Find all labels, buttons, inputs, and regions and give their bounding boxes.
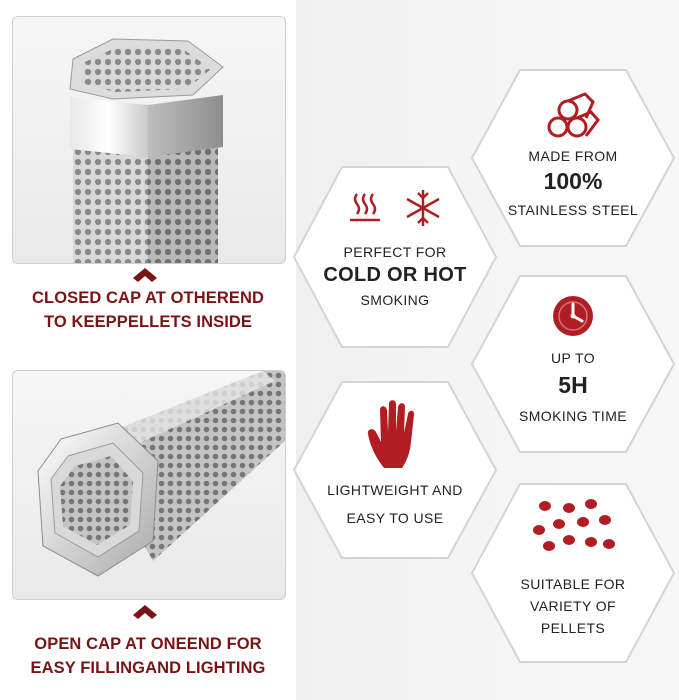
feature-temperature-line2: COLD OR HOT: [323, 264, 467, 286]
open-cap-caption-line1: OPEN CAP AT ONEEND FOR: [34, 635, 262, 653]
feature-weight-hexagon: LIGHTWEIGHT AND EASY TO USE: [292, 380, 498, 560]
closed-cap-caption-line2: TO KEEPPELLETS INSIDE: [43, 313, 253, 331]
feature-pellets-line2: VARIETY OF: [530, 598, 616, 614]
heat-waves-icon: [350, 193, 380, 222]
feature-pellets-line1: SUITABLE FOR: [520, 576, 626, 592]
feature-temperature-line3: SMOKING: [360, 292, 430, 308]
hand-icon: [367, 400, 415, 468]
open-cap-tube-image: [37, 371, 285, 577]
wood-logs-icon: [547, 92, 600, 138]
snowflake-icon: [406, 190, 440, 226]
feature-temperature-hexagon: PERFECT FOR COLD OR HOT SMOKING: [292, 165, 498, 349]
feature-weight-line1: LIGHTWEIGHT AND: [327, 482, 463, 498]
feature-material-hexagon: MADE FROM 100% STAINLESS STEEL: [470, 68, 676, 248]
feature-pellets-hexagon: SUITABLE FOR VARIETY OF PELLETS: [470, 482, 676, 664]
chevron-up-icon: [133, 605, 157, 619]
feature-time-line2: 5H: [558, 372, 588, 398]
pellets-icon: [533, 499, 615, 551]
closed-cap-photo: [12, 16, 286, 264]
feature-weight-line2: EASY TO USE: [346, 510, 444, 526]
closed-cap-caption-line1: CLOSED CAP AT OTHEREND: [32, 289, 264, 307]
feature-material-line2: 100%: [543, 168, 603, 194]
closed-cap-caption: CLOSED CAP AT OTHEREND TO KEEPPELLETS IN…: [0, 286, 296, 334]
open-cap-caption: OPEN CAP AT ONEEND FOR EASY FILLINGAND L…: [0, 632, 296, 680]
clock-icon: [553, 296, 593, 336]
feature-time-line1: UP TO: [550, 350, 596, 366]
feature-pellets-line3: PELLETS: [540, 620, 606, 636]
feature-material-line1: MADE FROM: [528, 148, 618, 164]
open-cap-photo: [12, 370, 286, 600]
feature-temperature-line1: PERFECT FOR: [343, 244, 447, 260]
feature-time-hexagon: UP TO 5H SMOKING TIME: [470, 274, 676, 454]
open-cap-caption-line2: EASY FILLINGAND LIGHTING: [30, 659, 266, 677]
feature-material-line3: STAINLESS STEEL: [507, 202, 639, 218]
feature-time-line3: SMOKING TIME: [519, 408, 627, 424]
closed-cap-tube-image: [69, 38, 224, 263]
chevron-up-icon: [133, 268, 157, 282]
